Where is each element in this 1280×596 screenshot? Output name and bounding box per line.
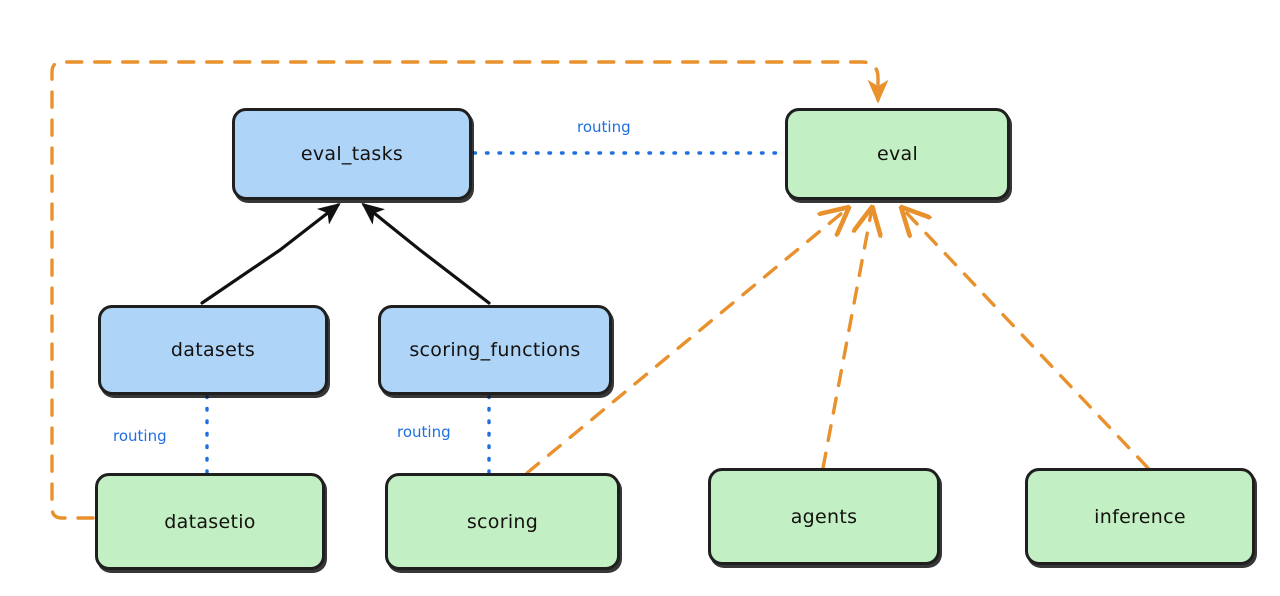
- edge-datasetio-to-eval: [50, 60, 889, 520]
- node-scoring[interactable]: scoring: [385, 473, 620, 570]
- edge-inference-to-eval: [902, 208, 1150, 470]
- node-eval[interactable]: eval: [785, 108, 1010, 200]
- edge-agents-to-eval: [821, 208, 872, 470]
- node-eval-tasks[interactable]: eval_tasks: [232, 108, 472, 200]
- node-label: eval: [876, 143, 919, 165]
- node-label: datasetio: [164, 510, 256, 533]
- node-inference[interactable]: inference: [1025, 468, 1255, 565]
- edge-label-routing-datasets-datasetio: routing: [113, 427, 167, 445]
- node-label: inference: [1094, 505, 1186, 528]
- node-scoring-functions[interactable]: scoring_functions: [378, 305, 612, 395]
- node-label: agents: [790, 505, 858, 528]
- edge-scoring-functions-to-eval-tasks: [361, 202, 491, 305]
- node-datasetio[interactable]: datasetio: [95, 473, 325, 570]
- node-agents[interactable]: agents: [708, 468, 940, 565]
- node-label: scoring: [466, 510, 539, 533]
- node-label: datasets: [170, 339, 256, 361]
- node-label: eval_tasks: [300, 143, 404, 165]
- node-datasets[interactable]: datasets: [98, 305, 328, 395]
- node-label: scoring_functions: [409, 339, 581, 361]
- edge-datasets-to-eval-tasks: [200, 202, 341, 305]
- edge-label-routing-eval-tasks-eval: routing: [577, 118, 631, 136]
- edge-label-routing-scoring-functions-scoring: routing: [397, 423, 451, 441]
- edge-scoring-to-eval: [525, 208, 848, 475]
